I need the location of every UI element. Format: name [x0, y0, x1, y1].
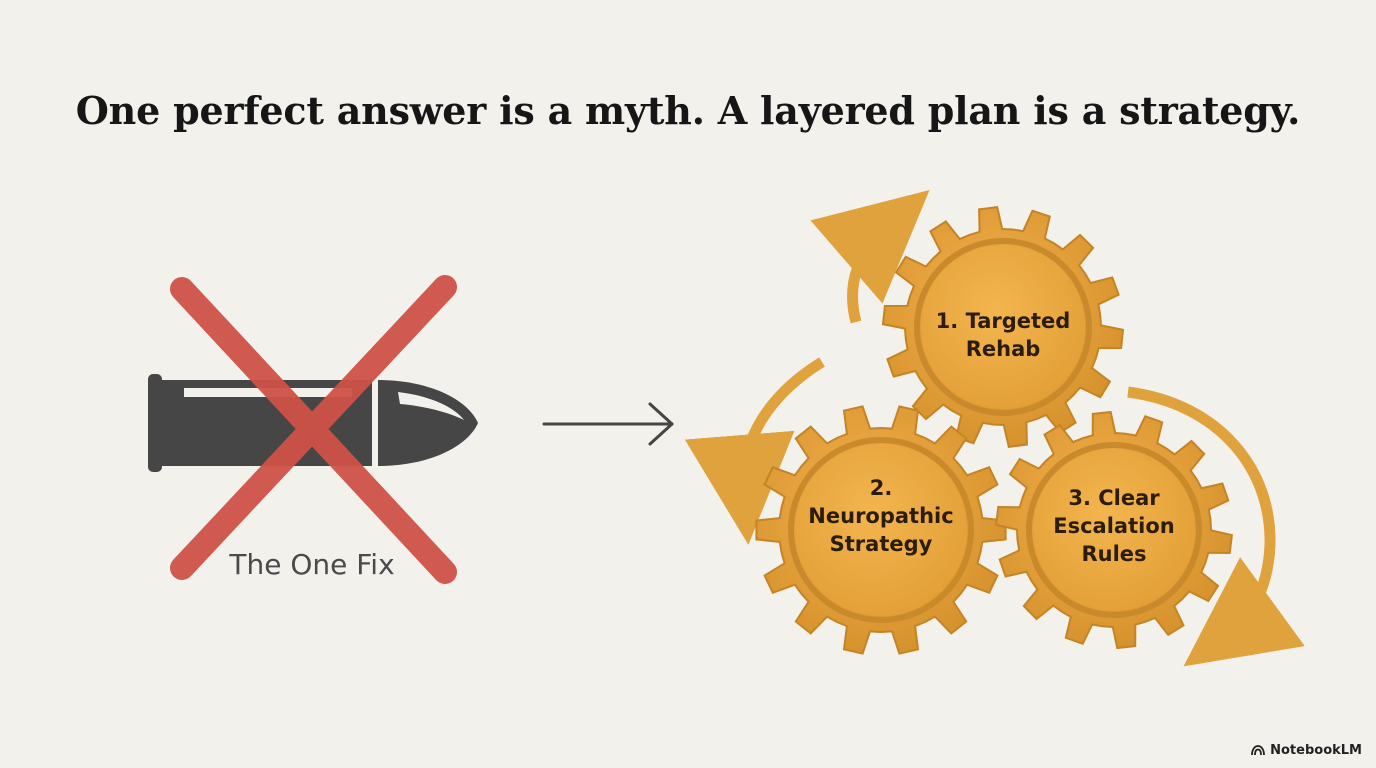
cross-mark-icon: [170, 275, 457, 584]
cycle-arrow-icon: [810, 189, 930, 324]
right-arrow-icon: [542, 402, 674, 446]
gear-ring: [914, 238, 1092, 416]
gear-clear-escalation-rules: [994, 410, 1234, 650]
gear-face: [795, 444, 967, 616]
gear-ring: [1026, 442, 1202, 618]
cycle-arrow-icon: [1127, 386, 1305, 667]
slide-title: One perfect answer is a myth. A layered …: [75, 88, 1301, 133]
one-fix-label: The One Fix: [229, 548, 395, 581]
gear-neuropathic-strategy: [755, 405, 1007, 655]
gear-targeted-rehab: [881, 205, 1125, 449]
gear-ring: [788, 437, 974, 623]
gear-label-neuropathic-strategy: 2. Neuropathic Strategy: [808, 476, 954, 556]
cycle-arrow-icon: [684, 357, 825, 545]
brand-label: NotebookLM: [1270, 743, 1362, 758]
gear-face: [1033, 449, 1195, 611]
gear-label-targeted-rehab: 1. Targeted Rehab: [935, 309, 1071, 361]
notebooklm-logo-icon: [1251, 745, 1266, 756]
gear-label-clear-escalation-rules: 3. Clear Escalation Rules: [1053, 486, 1175, 566]
brand-watermark: NotebookLM: [1251, 743, 1362, 758]
gear-face: [921, 245, 1085, 409]
